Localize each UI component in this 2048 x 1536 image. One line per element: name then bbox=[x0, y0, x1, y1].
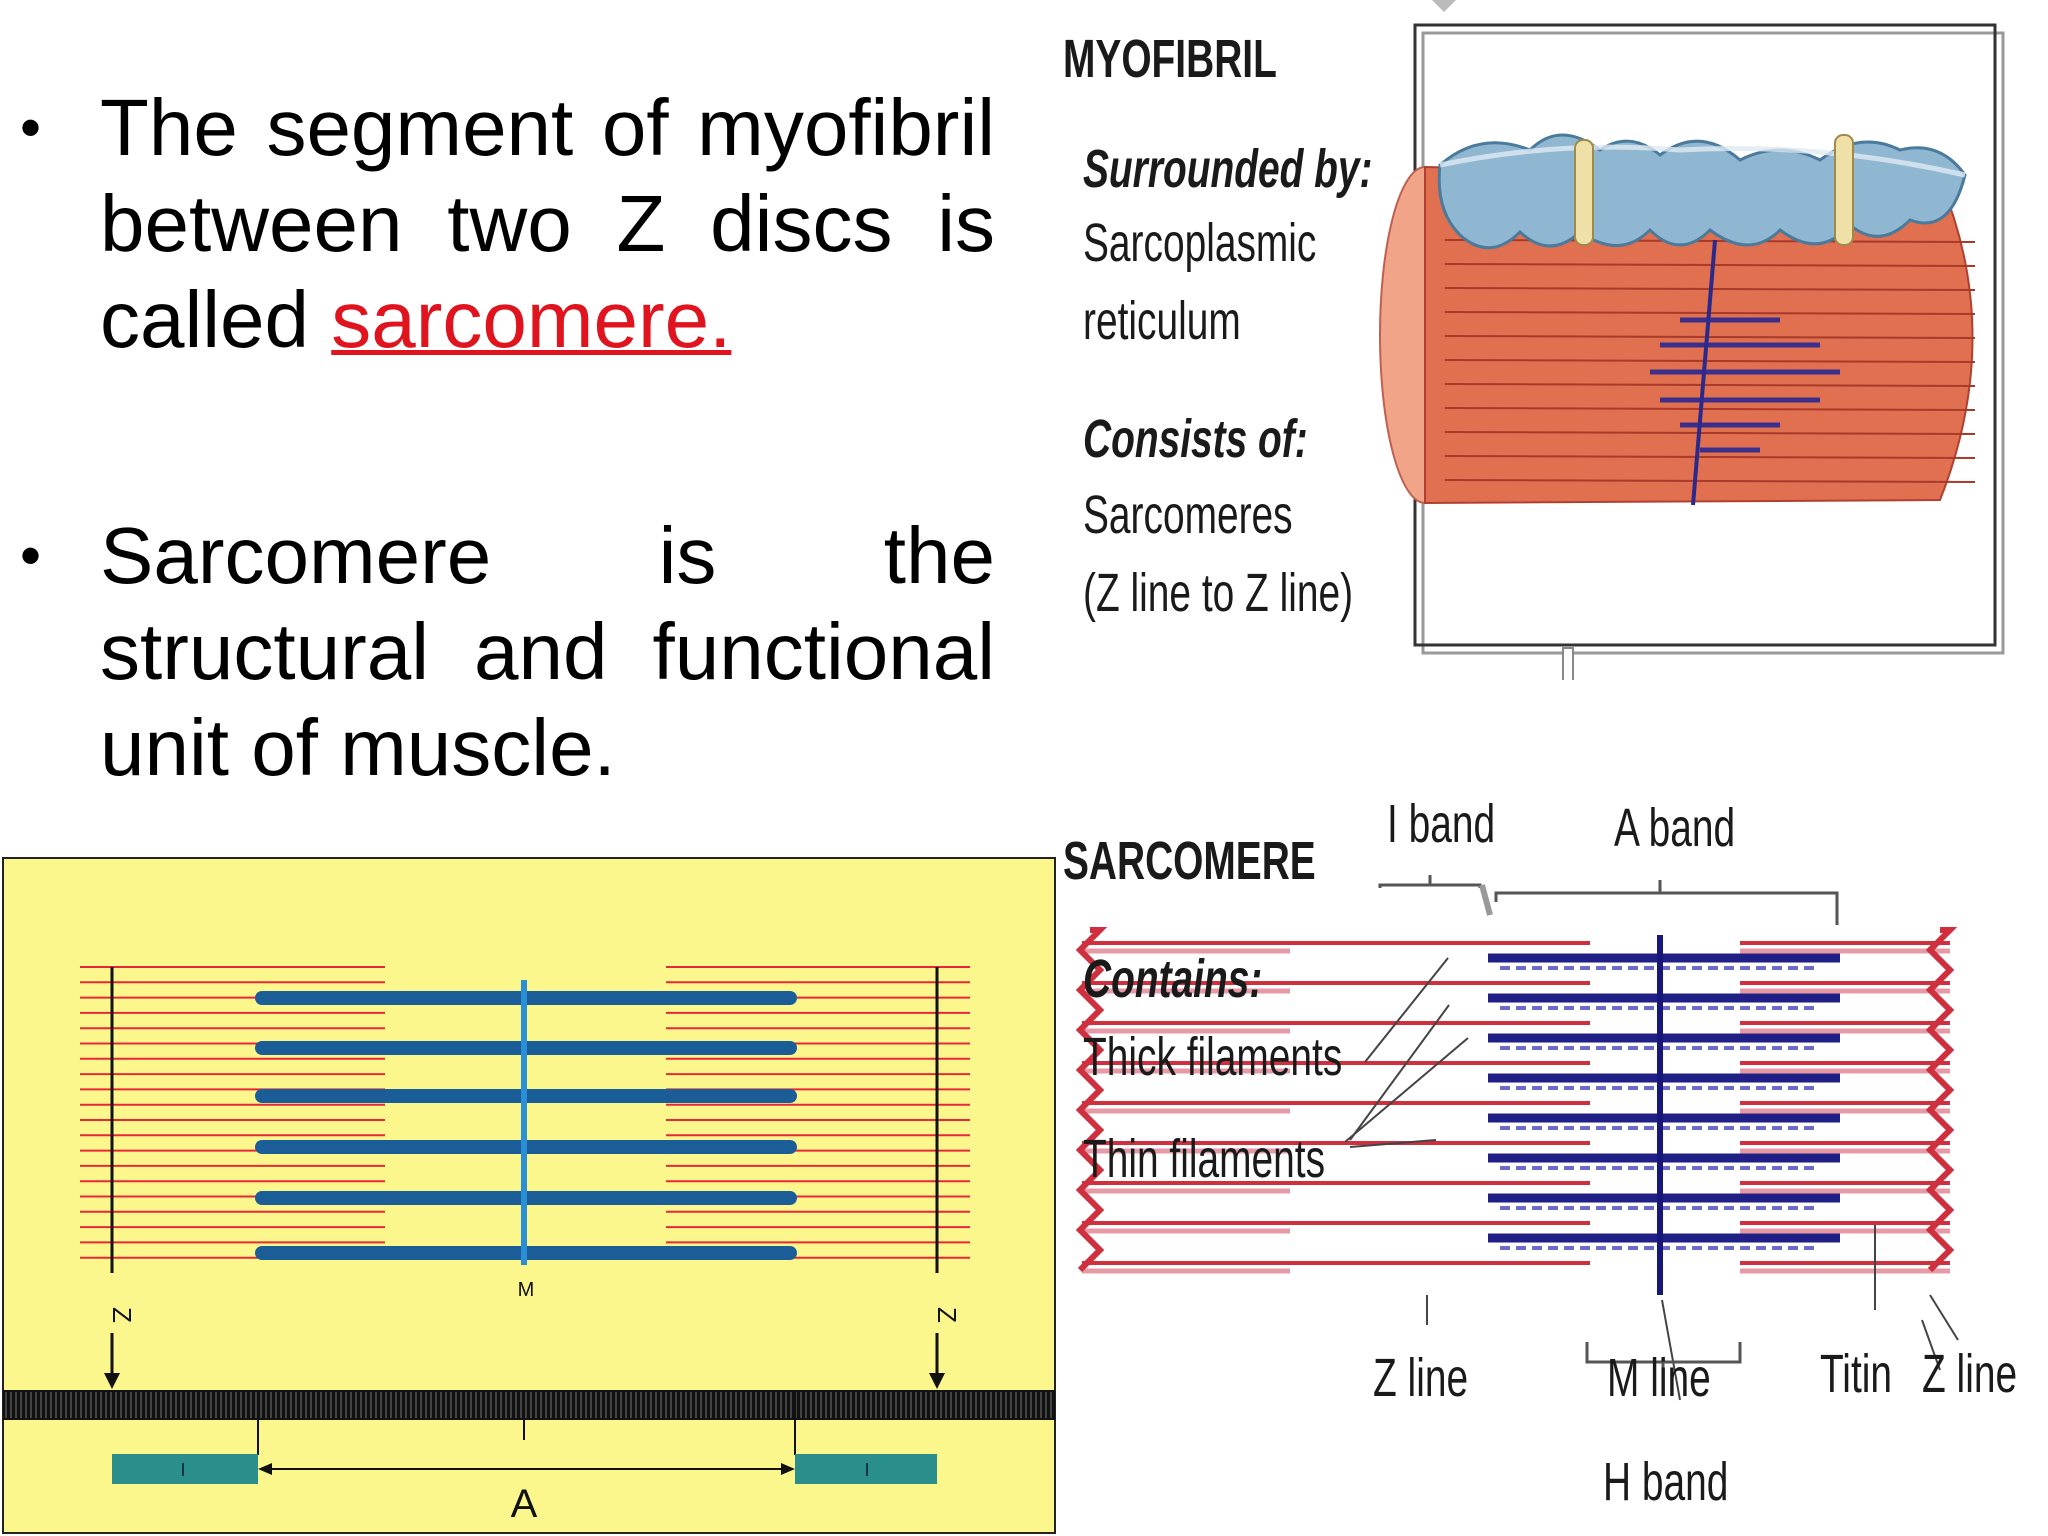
t-tubule-right bbox=[1834, 134, 1854, 246]
fiber-line bbox=[1444, 479, 1976, 483]
titin-label: Titin bbox=[1820, 1344, 1893, 1404]
bullet-dot: • bbox=[20, 522, 42, 589]
sarcomere-schematic: M Z Z I I A bbox=[2, 857, 1056, 1534]
i-band-box-left bbox=[112, 1454, 258, 1484]
bullet-dot: • bbox=[20, 94, 42, 161]
bullet-line-3: unit of muscle. bbox=[100, 703, 616, 792]
z-line-right-label: Z line bbox=[1922, 1344, 2018, 1404]
word: is bbox=[658, 511, 717, 600]
sarcomere-illustration bbox=[1075, 875, 1959, 1401]
top-arrow-tip bbox=[1432, 0, 1456, 12]
bullet-line-2: structural and functional bbox=[100, 604, 995, 700]
t-tubule-left bbox=[1574, 139, 1594, 246]
m-label: M bbox=[518, 1279, 535, 1301]
h-band-label: H band bbox=[1603, 1452, 1729, 1512]
fiber-line bbox=[1444, 455, 1976, 459]
sarcomere-thin-filaments bbox=[1082, 941, 1950, 1274]
bullet-sarcomere-function: • Sarcomere is the structural and functi… bbox=[20, 508, 995, 796]
a-label: A bbox=[511, 1482, 538, 1526]
i-band-bracket bbox=[1378, 875, 1493, 916]
z-arrow-right bbox=[929, 1333, 945, 1389]
pointer-lines bbox=[1344, 957, 1959, 1401]
down-arrow bbox=[1562, 647, 1574, 680]
myofibril-illustration bbox=[1379, 0, 2005, 680]
i-band-box-right bbox=[795, 1454, 937, 1484]
myofibril-title: MYOFIBRIL bbox=[1063, 29, 1277, 89]
striation-bar bbox=[3, 1390, 1055, 1420]
z-label-right: Z bbox=[932, 1307, 962, 1323]
consists-label: Consists of: bbox=[1083, 409, 1308, 469]
surrounded-item: reticulum bbox=[1083, 291, 1241, 351]
bullet-sarcomere-definition: • The segment of myofibril between two Z… bbox=[20, 80, 995, 368]
thin-filaments-right bbox=[666, 966, 970, 1259]
myofibril-fibers bbox=[1444, 239, 1976, 483]
bullet-text: The segment of myofibril between two Z d… bbox=[100, 83, 995, 364]
consists-item: (Z line to Z line) bbox=[1083, 563, 1354, 623]
a-band-arrow bbox=[258, 1463, 795, 1475]
i-band-label: I band bbox=[1387, 794, 1496, 854]
z-line-left-label: Z line bbox=[1373, 1348, 1469, 1408]
myofibril-z-line bbox=[1691, 239, 1717, 506]
bullet-list: • The segment of myofibril between two Z… bbox=[20, 80, 995, 796]
fiber-line bbox=[1444, 407, 1976, 411]
thick-filaments-label: Thick filaments bbox=[1083, 1027, 1343, 1087]
fiber-line bbox=[1444, 263, 1976, 267]
contains-label: Contains: bbox=[1083, 949, 1263, 1009]
fiber-line bbox=[1444, 431, 1976, 435]
fiber-line bbox=[1444, 383, 1976, 387]
sarcomere-z-line-left bbox=[1075, 927, 1108, 1273]
surrounded-item: Sarcoplasmic bbox=[1083, 213, 1317, 273]
fiber-line bbox=[1444, 335, 1976, 339]
h-band-bracket bbox=[1585, 1342, 1742, 1375]
i-label-left: I bbox=[180, 1460, 185, 1480]
word: structural bbox=[100, 607, 429, 696]
m-line-label: M line bbox=[1607, 1348, 1711, 1408]
surrounded-label: Surrounded by: bbox=[1083, 139, 1373, 199]
a-band-label: A band bbox=[1614, 798, 1736, 858]
z-label-left: Z bbox=[107, 1307, 137, 1323]
word: Sarcomere bbox=[100, 511, 492, 600]
sarcomere-z-line-right bbox=[1925, 927, 1958, 1273]
bullet-line-1: Sarcomere is the bbox=[100, 508, 995, 604]
i-label-right: I bbox=[864, 1460, 869, 1480]
sarcomere-term: sarcomere. bbox=[331, 275, 732, 364]
thin-filaments-label: Thin filaments bbox=[1083, 1129, 1326, 1189]
word: and bbox=[474, 607, 608, 696]
a-band-bracket bbox=[1494, 880, 1839, 925]
fiber-line bbox=[1444, 359, 1976, 363]
thin-filaments-left bbox=[80, 966, 385, 1259]
word: functional bbox=[652, 607, 995, 696]
sarcomere-title: SARCOMERE bbox=[1063, 831, 1316, 891]
consists-item: Sarcomeres bbox=[1083, 485, 1293, 545]
word: the bbox=[883, 511, 995, 600]
z-arrow-left bbox=[104, 1333, 120, 1389]
sarcoplasmic-reticulum bbox=[1437, 133, 1967, 250]
striation-bar-base bbox=[3, 1390, 1055, 1420]
